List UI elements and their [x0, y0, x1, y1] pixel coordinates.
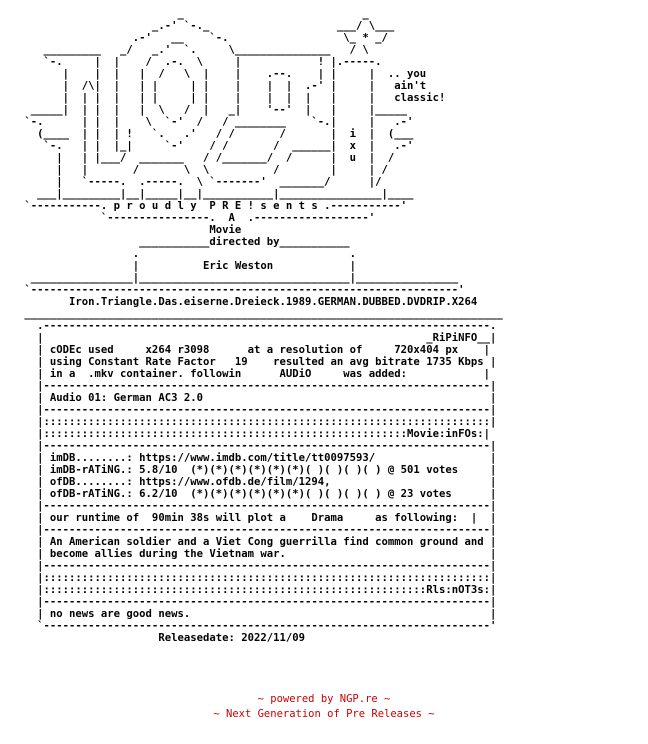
- nfo-line: `----------------. A .------------------…: [18, 212, 376, 224]
- nfo-line: |---------------------------------------…: [18, 380, 497, 392]
- nfo-line: | ofDB........: https://www.ofdb.de/film…: [18, 476, 497, 488]
- nfo-line: .-' __ `-. \_ * _/: [18, 32, 395, 44]
- nfo-line: `---------------------------------------…: [18, 620, 497, 632]
- nfo-line: (____ | | | ! `. .' / / / | i | (___: [18, 128, 414, 140]
- nfo-line: | using Constant Rate Factor 19 resulted…: [18, 356, 497, 368]
- nfo-line: . .: [18, 248, 357, 260]
- nfo-line: Iron.Triangle.Das.eiserne.Dreieck.1989.G…: [18, 296, 478, 308]
- nfo-line: | in a .mkv container. followin AUDiO wa…: [18, 368, 490, 380]
- nfo-line: | our runtime of 90min 38s will plot a D…: [18, 512, 497, 524]
- nfo-line: | /\| | | | | | | | | .-' | | ain't: [18, 80, 427, 92]
- nfo-line: _ _: [18, 8, 395, 20]
- nfo-line: | `-----. .-----. \ `-------' _______/ |…: [18, 176, 382, 188]
- footer-powered-by: ~ powered by NGP.re ~: [257, 693, 391, 705]
- nfo-line: `-. | | / .-. \ | ! |.-----.: [18, 56, 401, 68]
- nfo-line: _____| | | | | \ / | _| '--' | | |_____: [18, 104, 408, 116]
- nfo-line: |:::::::::::::::::::::::::::::::::::::::…: [18, 416, 497, 428]
- nfo-line: |---------------------------------------…: [18, 596, 497, 608]
- nfo-line: | _RiPiNFO__|: [18, 332, 497, 344]
- nfo-line: ________________________________________…: [18, 308, 503, 320]
- nfo-line: | imDB-rATiNG.: 5.8/10 (*)(*)(*)(*)(*)(*…: [18, 464, 497, 476]
- nfo-line: | no news are good news. |: [18, 608, 497, 620]
- nfo-line: |:::::::::::::::::::::::::::::::::::::::…: [18, 584, 497, 596]
- footer-tagline: ~ Next Generation of Pre Releases ~: [213, 708, 435, 720]
- nfo-line: | Audio 01: German AC3 2.0 |: [18, 392, 497, 404]
- nfo-line: |---------------------------------------…: [18, 404, 497, 416]
- nfo-line: | ofDB-rATiNG.: 6.2/10 (*)(*)(*)(*)(*)(*…: [18, 488, 497, 500]
- nfo-line: |---------------------------------------…: [18, 500, 497, 512]
- nfo-line: `---------------------------------------…: [18, 284, 465, 296]
- nfo-line: | | / \ \ / | | /: [18, 164, 388, 176]
- nfo-line: `-----------. p r o u d l y P R E ! s e …: [18, 200, 408, 212]
- nfo-line: _.-' `-._ ___/ \___: [18, 20, 395, 32]
- nfo-line: |---------------------------------------…: [18, 524, 497, 536]
- nfo-line: | | | | | | | | | | | | | | classic!: [18, 92, 446, 104]
- nfo-line: `-. | | | \ `-' / / ________ `-.| | .-': [18, 116, 414, 128]
- nfo-line: | imDB........: https://www.imdb.com/tit…: [18, 452, 497, 464]
- nfo-line: ___|_________|__|_____|__|___________|__…: [18, 188, 414, 200]
- nfo-line: Releasedate: 2022/11/09: [18, 632, 306, 644]
- nfo-line: | An American soldier and a Viet Cong gu…: [18, 536, 497, 548]
- nfo-line: | become allies during the Vietnam war. …: [18, 548, 497, 560]
- nfo-line: Movie: [18, 224, 242, 236]
- nfo-line: | Eric Weston |: [18, 260, 357, 272]
- nfo-line: |---------------------------------------…: [18, 440, 497, 452]
- nfo-line: .---------------------------------------…: [18, 320, 497, 332]
- nfo-line: ________________|_______________________…: [18, 272, 459, 284]
- nfo-line: | cODEc used x264 r3098 at a resolution …: [18, 344, 490, 356]
- nfo-line: | | |___/ _______ / /_______/ / | u | /: [18, 152, 395, 164]
- nfo-line: `-. | | |_| `-' / / / ______| x | .-': [18, 140, 414, 152]
- nfo-line: ___________directed by___________: [18, 236, 350, 248]
- nfo-line: |:::::::::::::::::::::::::::::::::::::::…: [18, 428, 490, 440]
- nfo-line: |---------------------------------------…: [18, 560, 497, 572]
- nfo-line: _________ _/ _.' `. \_______________ / \: [18, 44, 395, 56]
- nfo-line: | | | | / \ | | .--. | | | .. you: [18, 68, 427, 80]
- nfo-line: |:::::::::::::::::::::::::::::::::::::::…: [18, 572, 497, 584]
- nfo-text-block: _ _ _.-' `-._ ___/ \___ .-' __ `-. \_ * …: [18, 8, 503, 644]
